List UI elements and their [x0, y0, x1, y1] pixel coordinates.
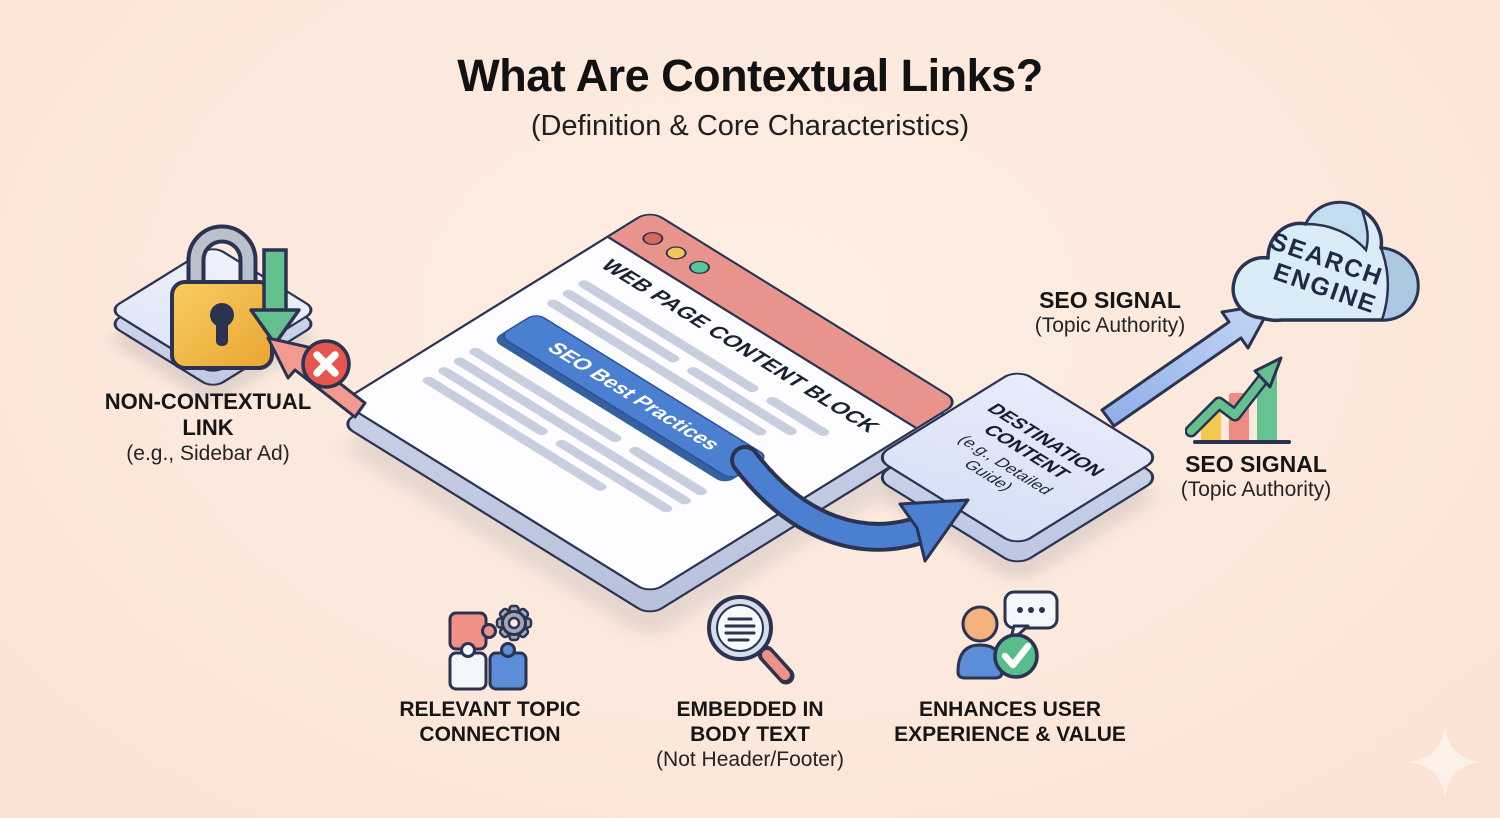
ranking-arrow-icon: [1100, 302, 1274, 428]
window-dot-green-icon: [684, 258, 715, 277]
page-title: What Are Contextual Links?: [457, 50, 1043, 101]
puzzle-gear-icon: [448, 604, 533, 691]
seo-signal-top-label: SEO SIGNAL (Topic Authority): [1034, 287, 1186, 337]
blocked-arrow-icon: [266, 336, 367, 419]
chat-bubble-icon: [1003, 590, 1059, 644]
feature-relevant-topic: RELEVANT TOPIC CONNECTION: [399, 698, 581, 746]
gear-icon: [495, 604, 533, 642]
non-contextual-label: NON-CONTEXTUAL LINK (e.g., Sidebar Ad): [104, 389, 312, 465]
page-subtitle: (Definition & Core Characteristics): [530, 110, 970, 142]
feature-user-experience: ENHANCES USER EXPERIENCE & VALUE: [894, 698, 1126, 746]
growth-chart-icon: [1185, 356, 1291, 444]
magnifier-text-icon: [707, 595, 795, 685]
user-check-chat-icon: [956, 590, 1059, 680]
curved-link-arrow-icon: [730, 445, 970, 563]
x-mark-icon: [301, 339, 351, 389]
window-dot-yellow-icon: [661, 243, 692, 263]
check-circle-icon: [993, 633, 1039, 679]
seo-signal-chart-label: SEO SIGNAL (Topic Authority): [1180, 451, 1332, 501]
sparkle-icon: [1409, 726, 1481, 798]
download-arrow-icon: [249, 248, 301, 346]
window-dot-red-icon: [637, 229, 668, 248]
feature-embedded-body: EMBEDDED IN BODY TEXT (Not Header/Footer…: [656, 698, 844, 771]
search-engine-cloud-icon: SEARCH ENGINE: [1231, 200, 1420, 323]
padlock-icon: [170, 224, 301, 370]
